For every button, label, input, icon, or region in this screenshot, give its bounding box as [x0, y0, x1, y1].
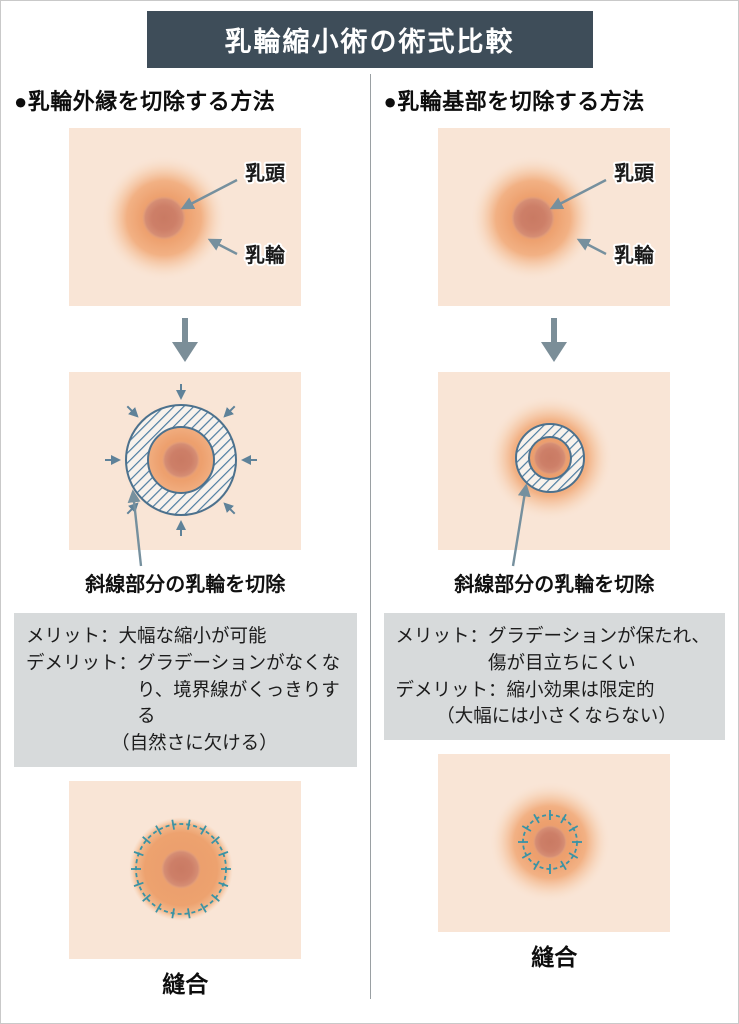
excision-inner-line [528, 436, 573, 480]
excision-inner-line [147, 426, 216, 494]
page-title: 乳輪縮小術の術式比較 [224, 27, 515, 57]
suture-panel [438, 754, 671, 933]
nipple-shape [533, 825, 568, 860]
note-text: （自然さに欠ける） [111, 732, 278, 754]
merit-label: メリット： [395, 625, 489, 646]
demerit-row: デメリット： 縮小効果は限定的 [396, 677, 714, 704]
demerit-row: デメリット： グラデーションがなくなり、境界線がくっきりする [26, 650, 345, 730]
demerit-text: グラデーションがなくなり、境界線がくっきりする [137, 651, 341, 727]
demerit-label: デメリット： [26, 651, 138, 673]
down-arrow-icon [541, 318, 568, 362]
anatomy-panel: 乳頭 乳輪 [438, 128, 671, 306]
areola-pointer-arrow [576, 238, 607, 256]
method-heading: ●乳輪外縁を切除する方法 [14, 89, 276, 114]
method-heading: ●乳輪基部を切除する方法 [383, 89, 645, 114]
merit-text: 大幅な縮小が可能 [118, 625, 267, 646]
pros-cons-box: メリット： 大幅な縮小が可能 デメリット： グラデーションがなくなり、境界線がく… [14, 613, 357, 768]
merit-label: メリット： [26, 625, 119, 646]
nipple-shape [161, 849, 202, 890]
nipple-pointer-arrow [549, 178, 607, 210]
excision-outer-line [125, 404, 238, 516]
comparison-content: ●乳輪外縁を切除する方法 乳頭 乳輪 [1, 74, 739, 1000]
excision-panel [438, 372, 671, 567]
stitch-ring [131, 819, 232, 919]
excision-panel [69, 372, 302, 567]
nipple-label: 乳頭 [245, 161, 286, 185]
pros-cons-box: メリット： グラデーションが保たれ、傷が目立ちにくい デメリット： 縮小効果は限… [383, 613, 725, 741]
excise-caption: 斜線部分の乳輪を切除 [454, 574, 655, 596]
note-text: （大幅には小さくならない） [436, 705, 677, 727]
title-bar: 乳輪縮小術の術式比較 [146, 11, 593, 68]
nipple-label: 乳頭 [614, 161, 655, 185]
caption-pointer-arrow [127, 489, 143, 567]
hatch-ring [516, 423, 585, 493]
areola-label: 乳輪 [614, 243, 655, 267]
merit-row: メリット： グラデーションが保たれ、傷が目立ちにくい [396, 623, 714, 677]
anatomy-panel: 乳頭 乳輪 [69, 128, 302, 306]
hatch-ring [126, 405, 237, 515]
nipple-shape [142, 196, 187, 240]
demerit-label: デメリット： [395, 678, 507, 700]
nipple-pointer-arrow [180, 178, 238, 210]
excision-outer-line [515, 423, 586, 493]
suture-caption: 縫合 [162, 971, 209, 998]
stitch-ring [518, 810, 583, 875]
areola-pointer-arrow [207, 238, 238, 256]
areola-label: 乳輪 [245, 243, 286, 267]
inward-compression-arrows [105, 384, 258, 536]
excise-caption: 斜線部分の乳輪を切除 [85, 574, 286, 596]
column-outer-edge-method: ●乳輪外縁を切除する方法 乳頭 乳輪 [1, 74, 370, 999]
suture-panel [69, 781, 302, 960]
suture-caption: 縫合 [531, 944, 578, 971]
column-base-method: ●乳輪基部を切除する方法 乳頭 乳輪 [369, 74, 739, 1000]
nipple-shape [511, 196, 556, 240]
down-arrow-icon [172, 318, 199, 362]
caption-pointer-arrow [512, 483, 531, 567]
merit-text: グラデーションが保たれ、傷が目立ちにくい [488, 625, 710, 673]
nipple-shape [162, 441, 201, 479]
nipple-shape [533, 441, 568, 475]
demerit-text: 縮小効果は限定的 [506, 678, 655, 700]
merit-row: メリット： 大幅な縮小が可能 [26, 623, 345, 650]
